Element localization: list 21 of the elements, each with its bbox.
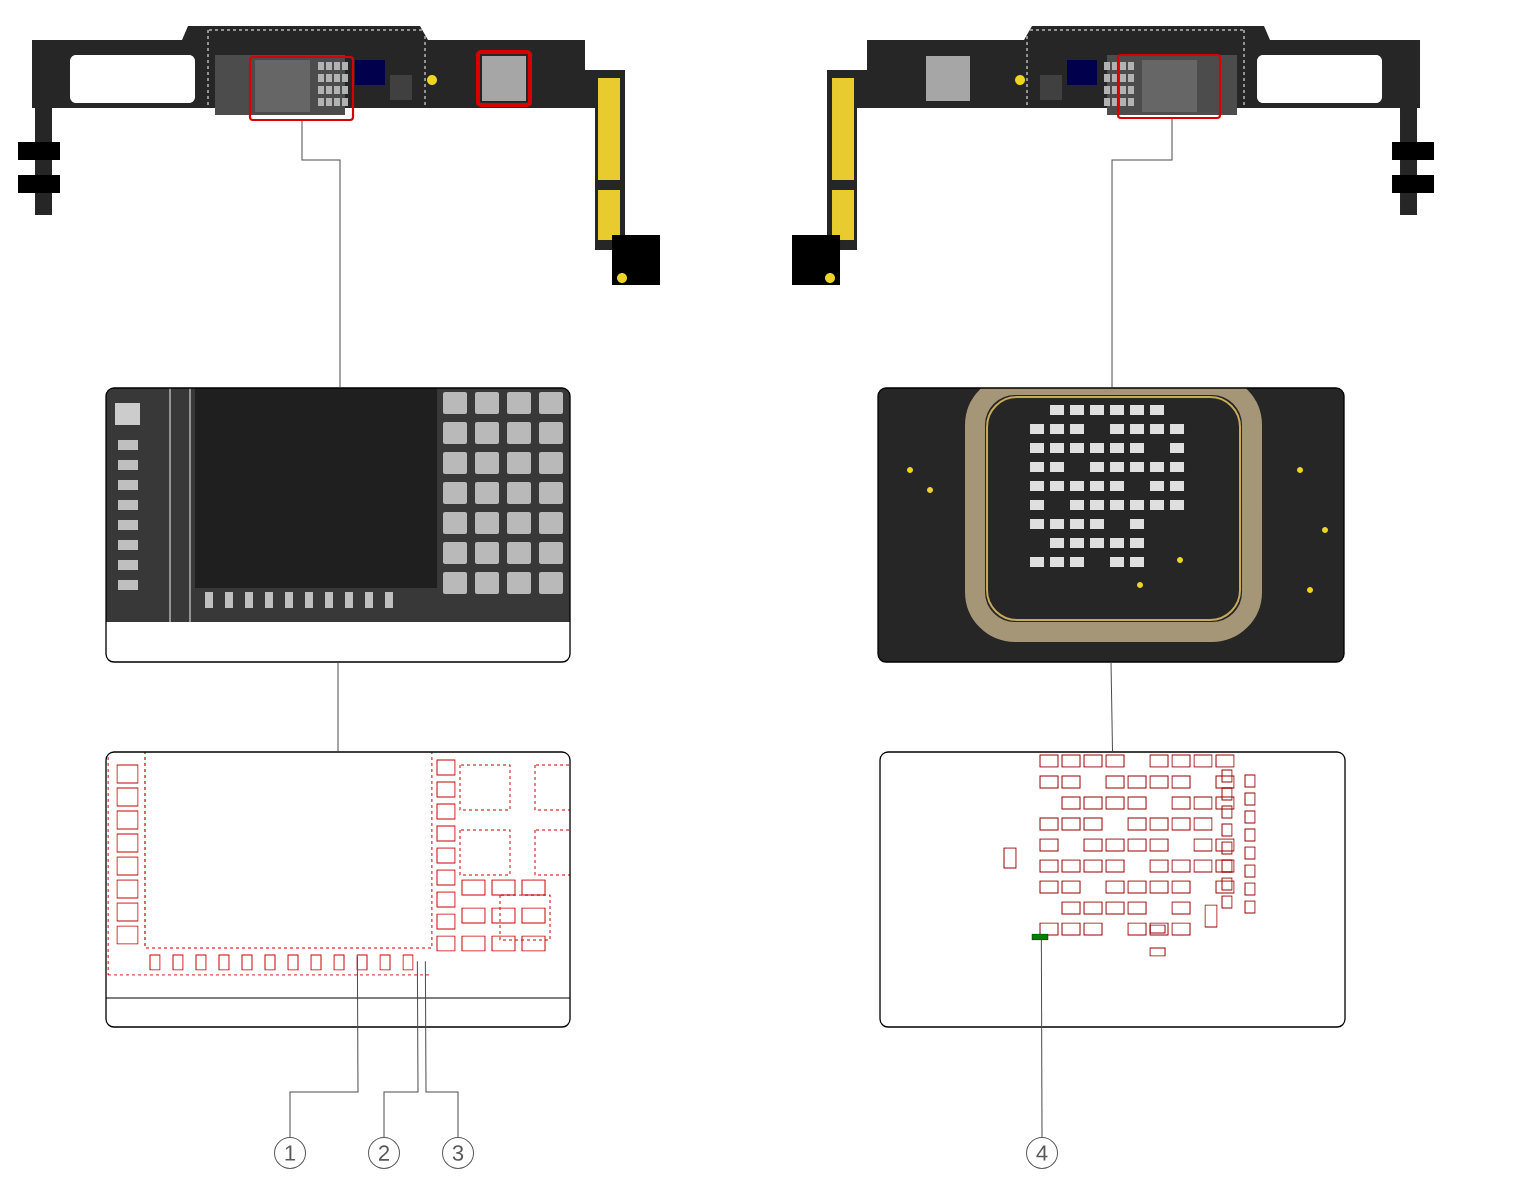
callout-number: 4 xyxy=(1026,1137,1058,1169)
highlight-box xyxy=(248,55,355,122)
connector-line xyxy=(1040,938,1043,1138)
connector-line xyxy=(424,960,459,1138)
callout-number: 3 xyxy=(442,1137,474,1169)
highlight-box xyxy=(1116,53,1222,120)
callout-number: 2 xyxy=(368,1137,400,1169)
callout-number: 1 xyxy=(274,1137,306,1169)
connector-line xyxy=(337,662,339,752)
closeup-photo-drawing xyxy=(105,387,571,663)
component-layout-drawing xyxy=(879,751,1346,1028)
connector-line xyxy=(383,960,419,1138)
connector-line xyxy=(289,955,359,1138)
closeup-photo-drawing xyxy=(877,387,1345,663)
connector-line xyxy=(301,120,341,388)
circuit-board-drawing xyxy=(18,26,660,285)
component-layout-drawing xyxy=(105,751,571,1028)
circuit-board-drawing xyxy=(792,26,1434,285)
connector-line xyxy=(1111,118,1173,388)
connector-line xyxy=(1110,662,1113,752)
highlight-box xyxy=(476,50,532,107)
